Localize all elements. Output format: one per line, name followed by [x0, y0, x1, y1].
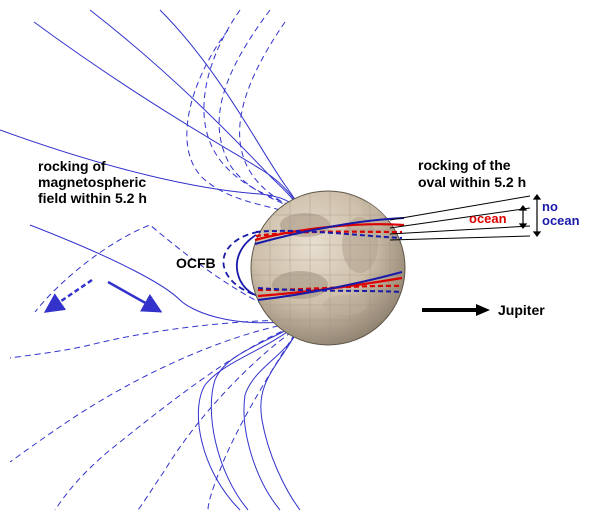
rocking-oval-label-line2: oval within 5.2 h [418, 174, 526, 190]
field-rocking-arrow-solid [107, 280, 163, 313]
field-line [33, 21, 301, 209]
upper-solid-field-lines [0, 9, 303, 213]
jupiter-direction-arrow [422, 304, 490, 316]
field-line [89, 9, 301, 211]
lower-solid-field-lines [29, 224, 303, 511]
no-ocean-label-line1: no [542, 199, 558, 214]
field-line [203, 9, 299, 211]
ocfb-label: OCFB [176, 255, 216, 271]
field-line [54, 323, 301, 511]
ocfb-loop-solid [235, 234, 259, 297]
south-oval-no-ocean [257, 271, 403, 301]
field-line [9, 319, 299, 359]
field-line [29, 224, 301, 324]
upper-dashed-field-lines [186, 9, 299, 217]
rocking-oval-label-line1: rocking of the [418, 157, 511, 173]
lower-dashed-field-lines [9, 224, 301, 511]
south-oval-no-ocean-dashed [257, 287, 403, 293]
field-line [210, 323, 299, 511]
rocking-field-label-line3: field within 5.2 h [38, 190, 147, 206]
field-line [197, 321, 301, 511]
no-ocean-label-line2: ocean [542, 213, 580, 228]
rocking-field-label-line1: rocking of [38, 158, 106, 174]
field-line [159, 9, 303, 211]
angle-measure-bars [518, 194, 542, 237]
field-line [218, 9, 299, 213]
field-line [260, 325, 301, 511]
field-line [243, 321, 303, 511]
field-line [207, 325, 301, 511]
field-rocking-arrow-dashed [43, 278, 93, 313]
north-oval-no-ocean [254, 217, 405, 245]
surface-patch [361, 201, 389, 219]
field-line [137, 325, 301, 511]
field-line [186, 29, 297, 217]
rocking-field-label-line2: magnetospheric [38, 174, 146, 190]
field-line [239, 21, 299, 215]
jupiter-label: Jupiter [498, 302, 545, 318]
ocean-label: ocean [469, 211, 507, 226]
north-oval-ocean-dashed [255, 230, 403, 238]
moon-ganymede [250, 190, 406, 346]
north-oval-no-ocean-dashed [255, 229, 403, 239]
field-line [9, 321, 299, 463]
oval-rocking-angle-lines [389, 195, 531, 241]
